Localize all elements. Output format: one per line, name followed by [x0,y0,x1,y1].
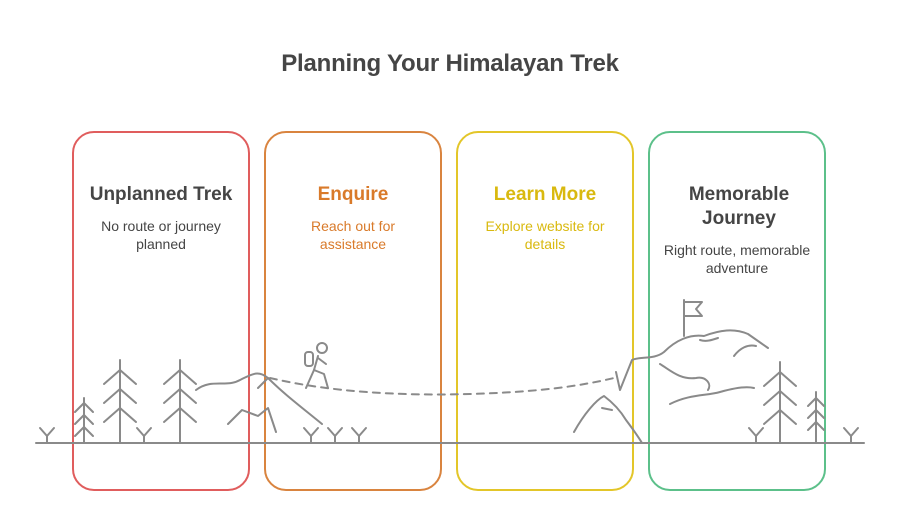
stage-description: No route or journey planned [101,218,221,252]
grass-tuft-icon [748,427,764,444]
pine-tree-icon [163,359,197,444]
stage-card-enquire: Enquire Reach out for assistance [264,131,442,491]
stage-card-learn-more: Learn More Explore website for details [456,131,634,491]
mountain-icon [573,329,769,444]
pine-tree-icon [74,397,94,444]
stage-title: Enquire [317,184,389,205]
pine-tree-icon [763,361,797,444]
diagram-title: Planning Your Himalayan Trek [281,50,619,77]
mountain-icon [195,372,323,433]
stage-title: Memorable Journey [688,184,790,229]
grass-tuft-icon [843,427,859,444]
dashed-trail-icon [269,377,615,396]
pine-tree-icon [807,391,825,444]
stage-description: Reach out for assistance [310,218,396,252]
stage-description: Explore website for details [485,218,605,252]
stage-card-memorable-journey: Memorable Journey Right route, memorable… [648,131,826,491]
pine-tree-icon [103,359,137,444]
hiker-icon [304,342,329,389]
stage-title: Unplanned Trek [89,184,233,205]
flag-icon [683,299,703,337]
stage-card-unplanned-trek: Unplanned Trek No route or journey plann… [72,131,250,491]
stage-description: Right route, memorable adventure [663,242,811,276]
grass-tuft-icon [39,427,55,444]
grass-tuft-icon [303,427,367,444]
stage-title: Learn More [493,184,597,205]
grass-tuft-icon [136,427,152,444]
